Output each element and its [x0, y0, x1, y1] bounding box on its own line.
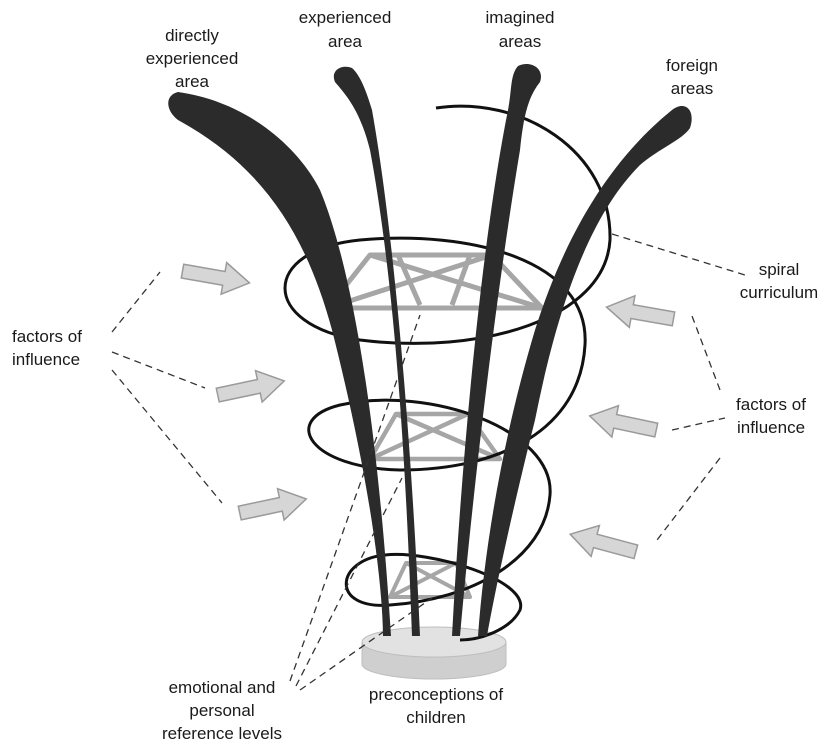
stem-imagined — [452, 63, 541, 637]
label-imagined-areas: imagined areas — [486, 8, 555, 51]
label-line: influence — [12, 350, 80, 369]
influence-arrow-left-3 — [235, 482, 311, 530]
label-line: area — [328, 32, 363, 51]
label-line: factors of — [12, 327, 82, 346]
label-line: imagined — [486, 8, 555, 27]
influence-arrow-left-2 — [213, 364, 289, 412]
label-foreign-areas: foreign areas — [666, 56, 718, 98]
label-line: area — [175, 72, 210, 91]
label-line: influence — [737, 418, 805, 437]
label-experienced-area: experienced area — [299, 8, 392, 51]
label-line: spiral — [759, 260, 800, 279]
label-factors-of-influence-left: factors of influence — [12, 327, 82, 369]
leader-lines — [111, 233, 746, 691]
label-line: experienced — [299, 8, 392, 27]
label-directly-experienced-area: directly experienced area — [146, 26, 239, 91]
label-line: curriculum — [740, 283, 818, 302]
stem-directly-experienced — [168, 92, 391, 636]
label-line: foreign — [666, 56, 718, 75]
label-line: personal — [189, 701, 254, 720]
label-line: children — [406, 708, 466, 727]
label-line: areas — [499, 32, 542, 51]
label-spiral-curriculum: spiral curriculum — [740, 260, 818, 302]
influence-arrow-right-2 — [585, 399, 661, 447]
label-emotional-reference-levels: emotional and personal reference levels — [162, 678, 282, 743]
stem-experienced — [333, 66, 420, 636]
label-line: factors of — [736, 395, 806, 414]
label-line: reference levels — [162, 724, 282, 743]
label-line: preconceptions of — [369, 685, 503, 704]
influence-arrow-right-1 — [602, 290, 678, 336]
label-line: experienced — [146, 49, 239, 68]
label-line: emotional and — [169, 678, 276, 697]
label-factors-of-influence-right: factors of influence — [736, 395, 806, 437]
label-line: directly — [165, 26, 219, 45]
spiral-curriculum-line — [283, 104, 612, 642]
influence-arrow-left-1 — [178, 254, 254, 300]
label-line: areas — [671, 79, 714, 98]
label-preconceptions-of-children: preconceptions of children — [369, 685, 503, 727]
influence-arrow-right-3 — [565, 517, 641, 569]
base-disc — [361, 626, 507, 680]
reference-frame-top — [325, 252, 545, 311]
